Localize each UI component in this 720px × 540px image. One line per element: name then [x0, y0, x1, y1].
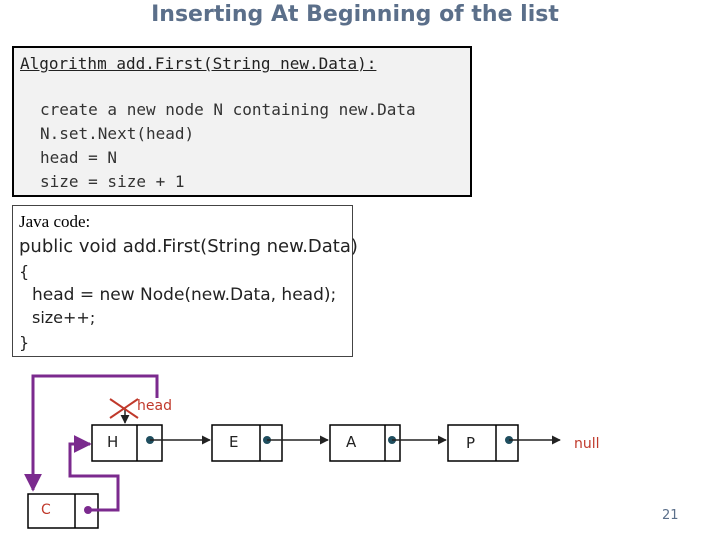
node-label-h: H [107, 433, 118, 451]
node-label-p: P [466, 434, 475, 452]
java-code-label: Java code: [19, 212, 91, 231]
node-label-a: A [346, 433, 357, 451]
algorithm-line: N.set.Next(head) [40, 124, 195, 143]
node-label-e: E [229, 433, 238, 451]
algorithm-box [12, 46, 472, 197]
java-close-brace: } [19, 333, 30, 352]
java-open-brace: { [19, 262, 30, 281]
list-node-a [329, 424, 401, 462]
java-signature: public void add.First(String new.Data) [19, 236, 358, 257]
list-node-e [211, 424, 283, 462]
null-label: null [574, 436, 600, 452]
cross-icon [109, 398, 139, 419]
list-node-c [27, 493, 99, 529]
algorithm-line: head = N [40, 148, 118, 167]
head-label: head [137, 398, 172, 414]
slide-number: 21 [662, 508, 679, 523]
new-node-next-pointer [68, 435, 120, 512]
java-body-line: size++; [32, 308, 96, 327]
page-title: Inserting At Beginning of the list [151, 2, 559, 27]
algorithm-header: Algorithm add.First(String new.Data): [20, 54, 377, 73]
node-label-c: C [41, 502, 51, 518]
list-node-p [447, 424, 519, 462]
java-body-line: head = new Node(new.Data, head); [32, 285, 337, 305]
java-code-box [12, 205, 353, 357]
head-to-new-node-pointer [24, 374, 159, 492]
algorithm-line: create a new node N containing new.Data [40, 100, 416, 119]
list-node-h [91, 424, 163, 462]
algorithm-line: size = size + 1 [40, 172, 185, 191]
